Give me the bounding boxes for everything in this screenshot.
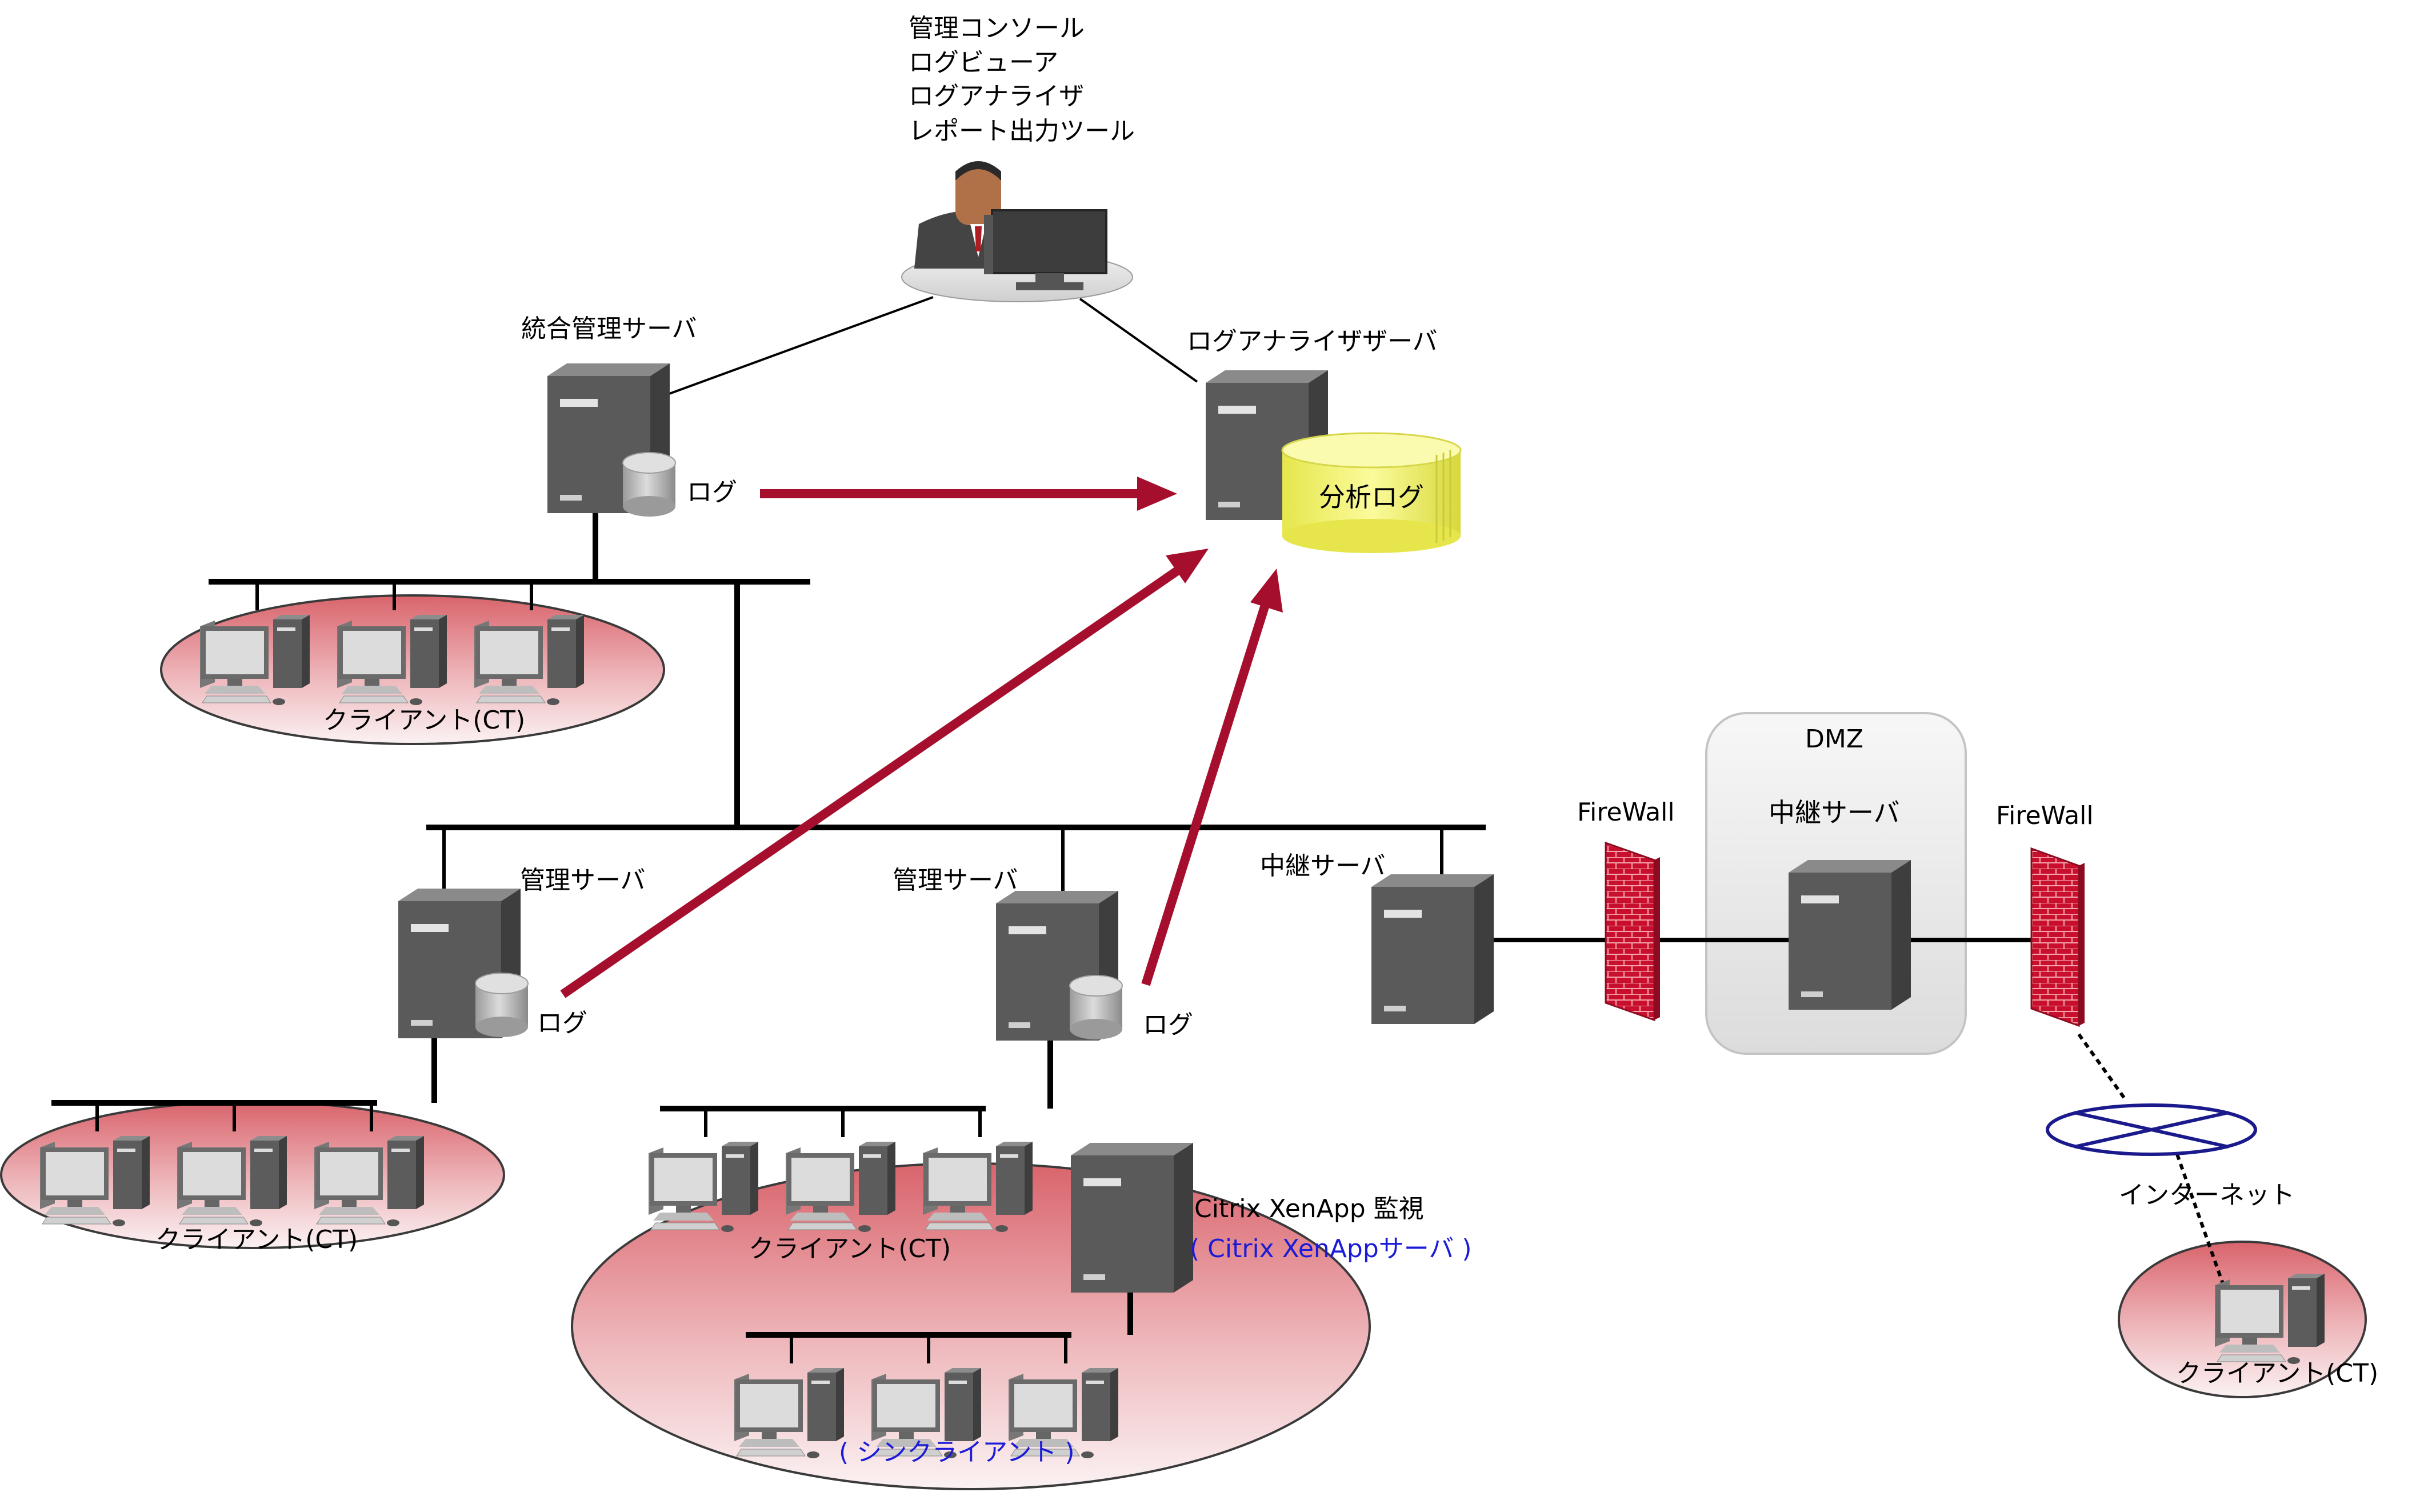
mgmt-server-left-label: 管理サーバ xyxy=(520,866,646,895)
log-analyzer-server-label: ログアナライザザーバ xyxy=(1187,327,1438,356)
mgmt-left-log-label: ログ xyxy=(537,1009,587,1038)
relay-server-icon xyxy=(1371,874,1494,1024)
mgmt-center-log-label: ログ xyxy=(1143,1010,1193,1039)
analysis-log-db-icon xyxy=(1281,432,1462,553)
log-arrows xyxy=(560,477,1283,998)
firewall-left-icon xyxy=(1605,841,1660,1022)
internet-label: インターネット xyxy=(2119,1181,2295,1210)
internet-icon xyxy=(2046,1103,2257,1156)
mgmt-left-log-db-icon xyxy=(475,973,529,1038)
citrix-server-label: Citrix XenApp 監視 xyxy=(1194,1194,1424,1223)
client-group-label-top-left: クライアント(CT) xyxy=(323,706,525,735)
mgmt-center-log-db-icon xyxy=(1069,975,1123,1040)
client-group-label-left: クライアント(CT) xyxy=(155,1225,358,1254)
integrated-log-label: ログ xyxy=(687,478,737,507)
integrated-log-db-icon xyxy=(622,452,676,517)
client-group-label-internet: クライアント(CT) xyxy=(2176,1359,2378,1388)
dmz-relay-server-icon xyxy=(1789,860,1911,1010)
thin-client-label: ( シンクライアント ) xyxy=(839,1438,1075,1467)
dmz-label: DMZ xyxy=(1805,725,1863,754)
dmz-relay-server-label: 中継サーバ xyxy=(1769,797,1900,828)
citrix-server-sublabel: ( Citrix XenAppサーバ ) xyxy=(1190,1234,1472,1263)
admin-tool-log-analyzer: ログアナライザ xyxy=(909,82,1084,111)
administrator-icon xyxy=(901,161,1133,302)
firewall-left-label: FireWall xyxy=(1577,798,1675,827)
firewall-right-icon xyxy=(2030,847,2085,1027)
relay-server-label: 中継サーバ xyxy=(1260,851,1386,881)
admin-tool-log-viewer: ログビューア xyxy=(909,48,1058,77)
mgmt-server-center-label: 管理サーバ xyxy=(893,866,1018,895)
citrix-server-icon xyxy=(1071,1143,1193,1293)
client-pcs-center xyxy=(649,1109,1033,1232)
client-group-label-center: クライアント(CT) xyxy=(749,1234,951,1263)
analysis-log-label: 分析ログ xyxy=(1319,482,1424,513)
admin-tool-console: 管理コンソール xyxy=(909,14,1085,43)
admin-tool-report-output: レポート出力ツール xyxy=(909,117,1135,146)
integrated-server-label: 統合管理サーバ xyxy=(521,314,697,343)
firewall-right-label: FireWall xyxy=(1996,801,2094,830)
